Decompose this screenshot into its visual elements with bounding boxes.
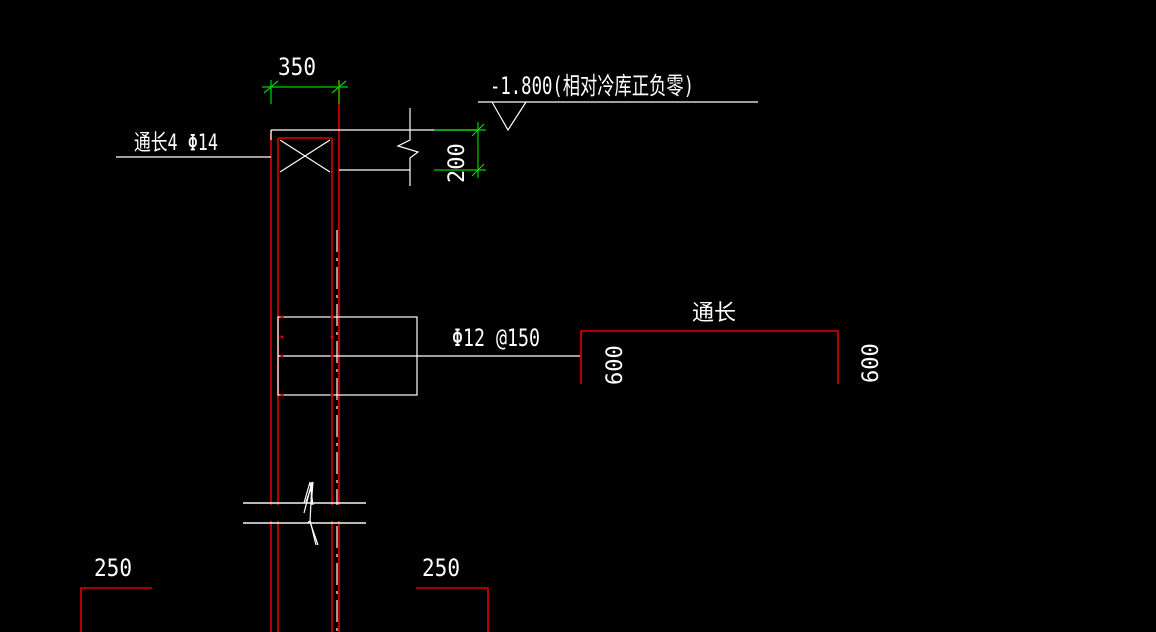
continuous-label: 通长: [692, 301, 736, 326]
top-bar-label: 通长4 Φ14: [134, 131, 218, 156]
footing-right-label: 250: [422, 554, 460, 582]
stirrup-label: Φ12 @150: [452, 324, 540, 352]
top-bar-cross: [279, 139, 331, 173]
wall-width-dimension: [262, 80, 348, 104]
wall-width-label: 350: [278, 53, 316, 81]
elevation-marker: [478, 101, 758, 132]
hook-right-label: 600: [859, 343, 884, 383]
stirrup-dots: [280, 315, 334, 397]
slab-thickness-dimension: [434, 122, 486, 178]
hook-left-label: 600: [603, 345, 628, 385]
stirrup-detail: [277, 316, 580, 396]
continuous-bar-shape: [580, 330, 839, 384]
elevation-label: -1.800(相对冷库正负零): [490, 72, 694, 100]
wall-break-zigzag: [243, 481, 366, 546]
slab-outline: [339, 108, 420, 186]
slab-break-symbol: [396, 108, 420, 186]
footing-left: [80, 587, 152, 632]
slab-thickness-label: 200: [445, 143, 470, 183]
footing-right: [416, 587, 489, 632]
footing-left-label: 250: [94, 554, 132, 582]
